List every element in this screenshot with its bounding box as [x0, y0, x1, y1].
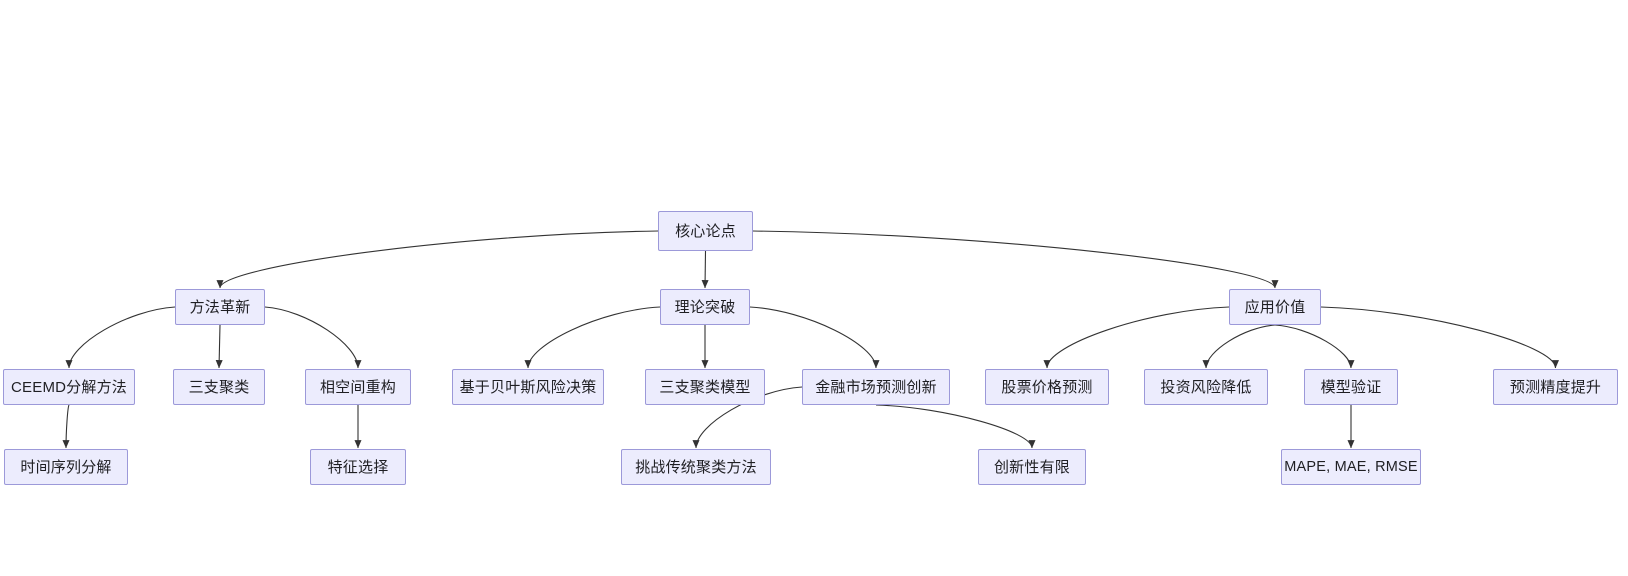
node-label: 模型验证 — [1320, 378, 1382, 396]
node-label: 应用价值 — [1244, 298, 1306, 316]
node-n7[interactable]: 基于贝叶斯风险决策 — [452, 369, 604, 405]
node-label: 理论突破 — [674, 298, 736, 316]
node-label: 特征选择 — [327, 458, 389, 476]
edge-n3-to-n12 — [1274, 324, 1355, 369]
edge-n3-to-n10 — [1043, 306, 1230, 369]
node-n18[interactable]: MAPE, MAE, RMSE — [1281, 449, 1421, 485]
node-label: 基于贝叶斯风险决策 — [459, 378, 597, 396]
node-label: 三支聚类 — [188, 378, 250, 396]
edge-n1-to-n6 — [264, 306, 362, 369]
node-n1[interactable]: 方法革新 — [175, 289, 265, 325]
node-n3[interactable]: 应用价值 — [1229, 289, 1321, 325]
node-n4[interactable]: CEEMD分解方法 — [3, 369, 135, 405]
node-n15[interactable]: 特征选择 — [310, 449, 406, 485]
edge-n0-to-n3 — [752, 230, 1279, 289]
edge-n4-to-n14 — [62, 404, 70, 449]
node-label: MAPE, MAE, RMSE — [1284, 458, 1418, 475]
node-label: 投资风险降低 — [1160, 378, 1252, 396]
node-n5[interactable]: 三支聚类 — [173, 369, 265, 405]
node-n9[interactable]: 金融市场预测创新 — [802, 369, 950, 405]
edge-n1-to-n5 — [215, 324, 223, 369]
node-label: 相空间重构 — [319, 378, 396, 396]
node-n16[interactable]: 挑战传统聚类方法 — [621, 449, 771, 485]
node-n8[interactable]: 三支聚类模型 — [645, 369, 765, 405]
edge-paths — [62, 230, 1559, 449]
edge-n2-to-n9 — [749, 306, 880, 369]
node-n11[interactable]: 投资风险降低 — [1144, 369, 1268, 405]
node-label: 预测精度提升 — [1509, 378, 1602, 396]
edge-n0-to-n1 — [216, 230, 659, 289]
edge-n9-to-n17 — [875, 404, 1036, 449]
node-label: CEEMD分解方法 — [11, 378, 127, 396]
node-label: 股票价格预测 — [1001, 378, 1093, 396]
node-label: 金融市场预测创新 — [815, 378, 937, 396]
edge-n3-to-n13 — [1320, 306, 1559, 369]
node-n0[interactable]: 核心论点 — [658, 211, 753, 251]
node-n13[interactable]: 预测精度提升 — [1493, 369, 1618, 405]
edge-n0-to-n2 — [701, 250, 709, 289]
edge-n2-to-n7 — [524, 306, 661, 369]
edge-n3-to-n11 — [1202, 324, 1276, 369]
node-n6[interactable]: 相空间重构 — [305, 369, 411, 405]
node-label: 方法革新 — [189, 298, 251, 316]
node-n10[interactable]: 股票价格预测 — [985, 369, 1109, 405]
node-n14[interactable]: 时间序列分解 — [4, 449, 128, 485]
node-n12[interactable]: 模型验证 — [1304, 369, 1398, 405]
edge-n1-to-n4 — [65, 306, 176, 369]
node-label: 挑战传统聚类方法 — [635, 458, 757, 476]
node-n17[interactable]: 创新性有限 — [978, 449, 1086, 485]
node-label: 三支聚类模型 — [659, 378, 751, 396]
node-label: 核心论点 — [675, 222, 736, 240]
node-label: 时间序列分解 — [20, 458, 112, 476]
node-label: 创新性有限 — [993, 458, 1070, 476]
node-n2[interactable]: 理论突破 — [660, 289, 750, 325]
